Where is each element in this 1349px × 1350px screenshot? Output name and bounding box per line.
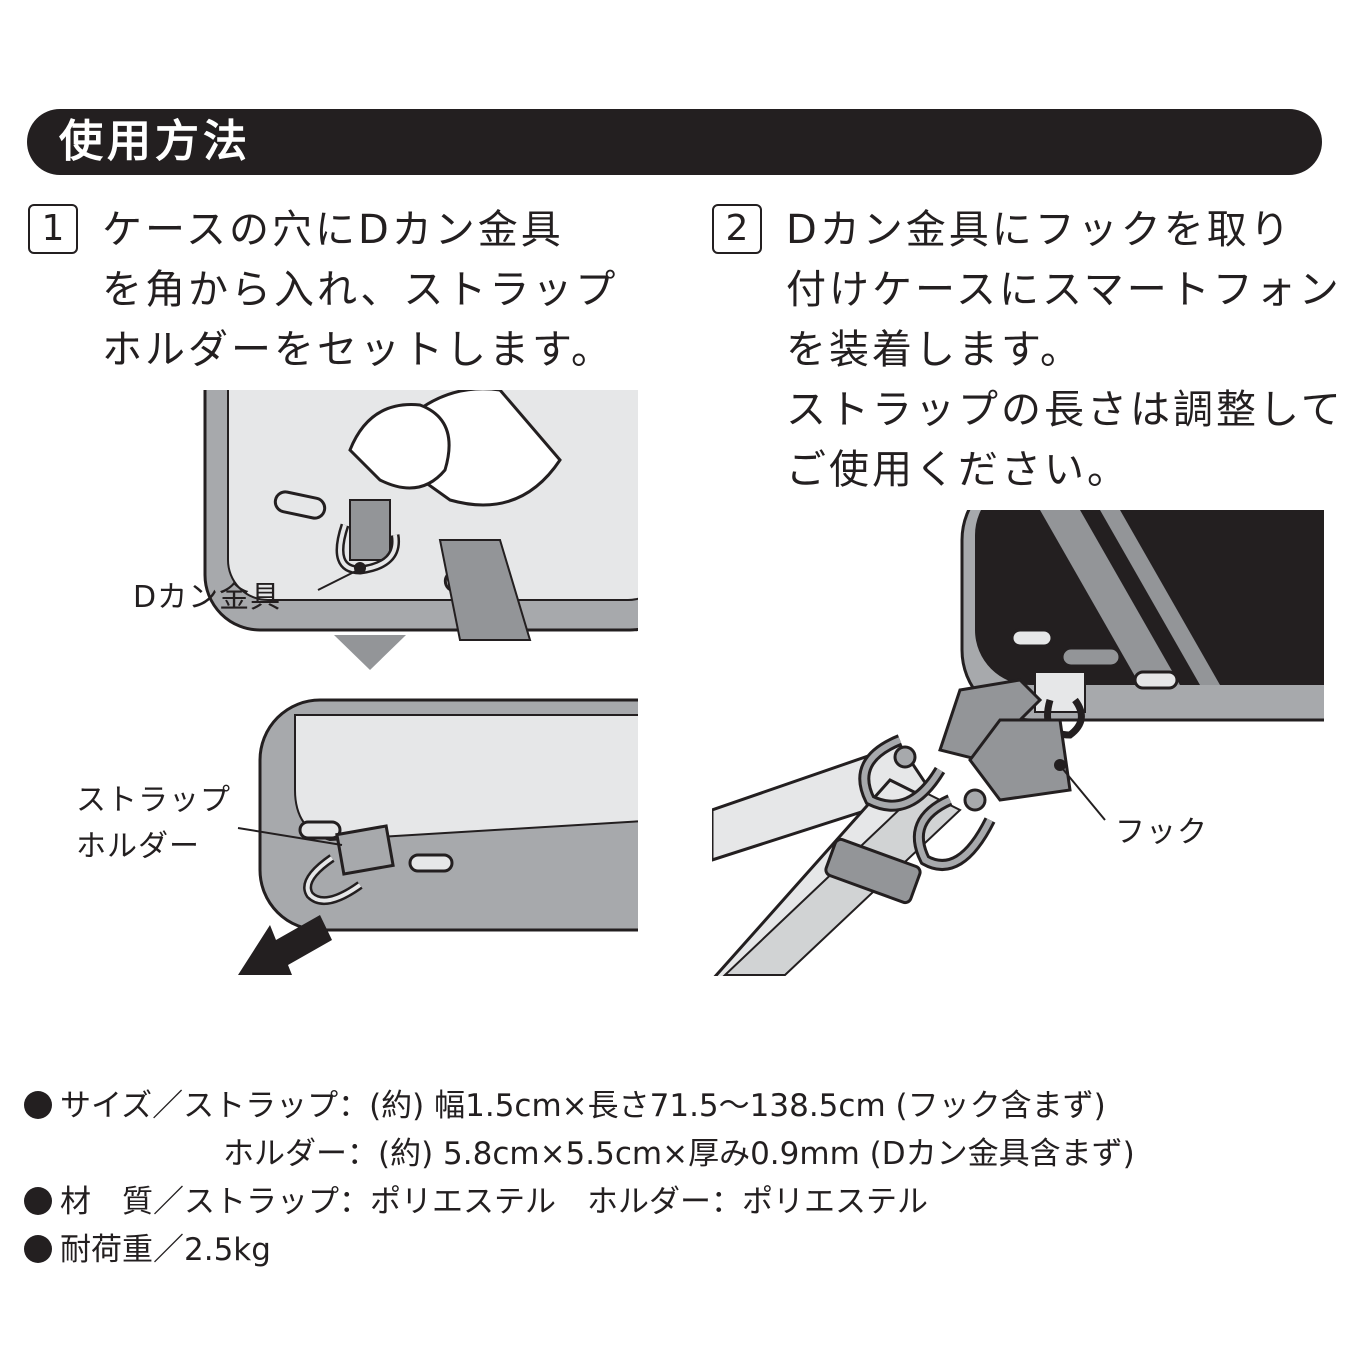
illustration-insert-d-ring [203, 390, 638, 641]
bullet-icon [24, 1235, 52, 1263]
step-1-text: ケースの穴にDカン金具 を角から入れ、ストラップ ホルダーをセットします。 [102, 207, 619, 373]
step-2-text: Dカン金具にフックを取り 付けケースにスマートフォン を装着します。 ストラップ… [786, 207, 1344, 493]
section-title: 使用方法 [59, 116, 251, 167]
down-arrow-icon [334, 635, 406, 670]
bullet-icon [24, 1187, 52, 1215]
spec-load: 耐荷重／2.5kg [24, 1226, 271, 1274]
illustration-hook-attached [712, 510, 1324, 976]
step-number-2: 2 [712, 204, 762, 254]
callout-d-ring: Dカン金具 [133, 580, 282, 615]
pull-arrow-icon [238, 915, 332, 975]
callout-strap-holder-line1: ストラップ [76, 783, 231, 818]
spec-size-holder: ホルダー：(約) 5.8cm×5.5cm×厚み0.9mm (Dカン金具含まず) [223, 1136, 1135, 1172]
spec-size-strap: サイズ／ストラップ：(約) 幅1.5cm×長さ71.5～138.5cm (フック… [24, 1082, 1106, 1130]
callout-strap-holder-line2: ホルダー [76, 829, 200, 864]
illustration-holder-set [237, 698, 638, 975]
step-number-1: 1 [28, 204, 78, 254]
spec-material: 材 質／ストラップ：ポリエステル ホルダー：ポリエステル [24, 1178, 928, 1226]
callout-hook: フック [1115, 815, 1208, 850]
bullet-icon [24, 1091, 52, 1119]
section-header: 使用方法 [27, 109, 1322, 175]
